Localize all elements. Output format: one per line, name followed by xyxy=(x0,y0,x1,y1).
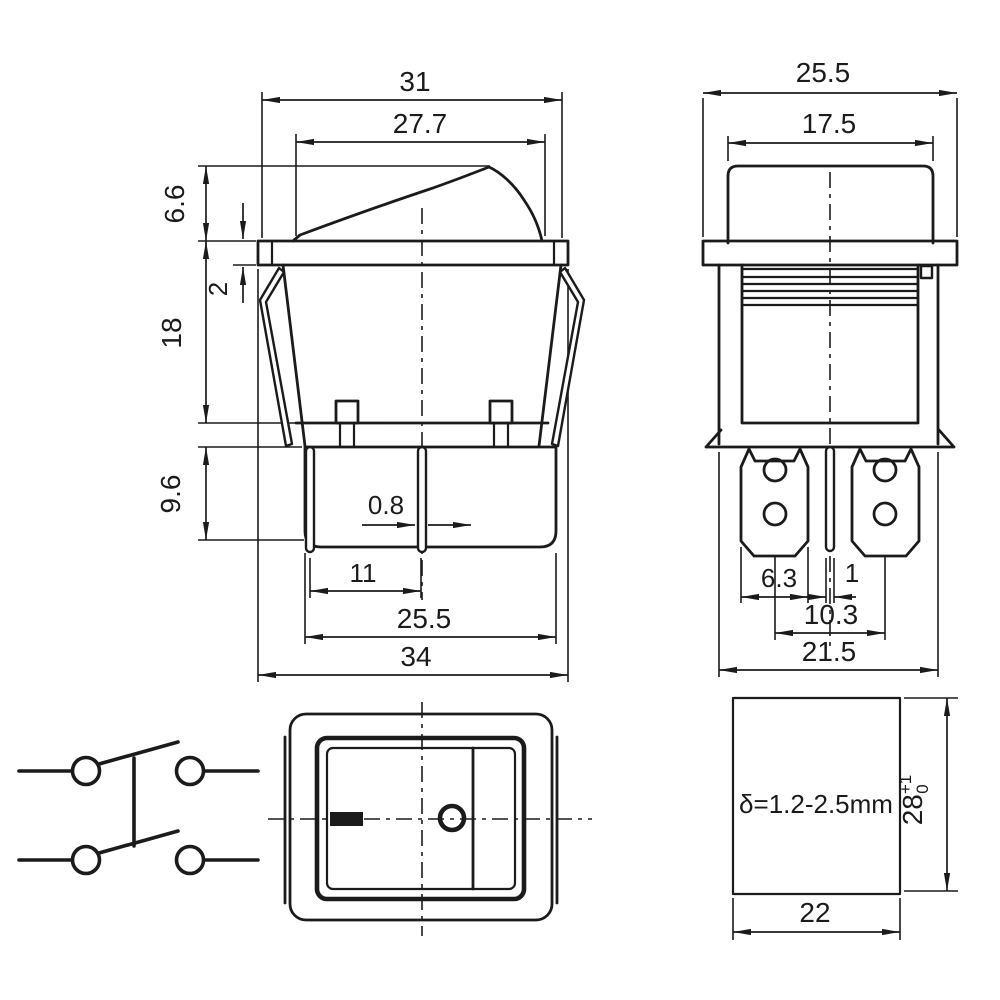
pole2-terminal-left xyxy=(70,844,102,876)
center-pin xyxy=(824,445,836,553)
dim-label-cutout-height: 28+10 xyxy=(896,775,932,826)
side-body-outer xyxy=(717,263,940,446)
front-extension-lines xyxy=(198,92,569,682)
blade-hole-right-bottom xyxy=(872,501,898,527)
solder-pin-left xyxy=(304,445,316,554)
panel-cutout: δ=1.2-2.5mm 28+10 22 xyxy=(731,696,958,940)
cutout-height-value: 28 xyxy=(897,794,928,825)
dim-label-flange-width: 34 xyxy=(400,641,431,672)
dim-label-cutout-width: 22 xyxy=(799,897,830,928)
pole1-terminal-left xyxy=(70,755,102,787)
solder-pin-center xyxy=(416,445,428,554)
dim-label-top-width: 31 xyxy=(399,66,430,97)
dim-label-flange-thickness: 2 xyxy=(203,282,233,296)
dim-label-pin-thickness: 0.8 xyxy=(368,490,404,520)
panel-thickness-note: δ=1.2-2.5mm xyxy=(739,789,893,819)
on-mark xyxy=(330,812,363,826)
face-view xyxy=(268,702,592,936)
rocker-profile xyxy=(291,165,544,243)
dim-label-center-pin-width: 1 xyxy=(845,558,859,588)
flange-end-ticks xyxy=(270,239,556,267)
flange xyxy=(256,239,570,267)
rocker-face xyxy=(325,746,517,891)
circuit-symbol xyxy=(17,740,260,876)
dim-label-rocker-width: 27.7 xyxy=(393,108,448,139)
off-mark-ring xyxy=(437,803,467,833)
dim-label-body-width: 21.5 xyxy=(802,636,857,667)
dim-label-terminal-width: 6.3 xyxy=(761,563,797,593)
bezel-side-tabs xyxy=(283,735,559,905)
dim-label-pin-spacing: 11 xyxy=(350,558,377,588)
rocker-cap xyxy=(726,164,935,245)
blade-hole-right-top xyxy=(872,457,898,483)
pole2-terminal-right xyxy=(174,844,206,876)
contact-window-left xyxy=(334,399,360,425)
pole1-terminal-right xyxy=(174,755,206,787)
blade-hole-left-bottom xyxy=(762,501,788,527)
front-view: 31 27.7 6.6 2 18 9.6 0.8 11 25.5 34 xyxy=(155,66,586,682)
dim-label-side-flange-width: 25.5 xyxy=(796,57,851,88)
dim-label-rocker-height: 6.6 xyxy=(159,185,190,224)
rocker-frame xyxy=(314,735,527,902)
rib-lines xyxy=(740,267,920,307)
body-side-edges xyxy=(281,263,563,448)
side-flange xyxy=(701,239,959,267)
cutout-rectangle xyxy=(731,696,902,896)
latch-window xyxy=(919,264,934,280)
switch-blade-pole2 xyxy=(97,829,180,855)
side-extension-lines xyxy=(702,98,958,677)
contact-window-right xyxy=(488,399,514,425)
blade-hole-left-top xyxy=(762,457,788,483)
cutout-height-tol-lower: 0 xyxy=(913,784,932,793)
dim-label-cap-width: 17.5 xyxy=(802,108,857,139)
base-housing xyxy=(303,445,558,549)
switch-blade-pole1 xyxy=(97,740,180,766)
contact-window-legs xyxy=(338,421,510,449)
dim-label-terminal-spacing: 10.3 xyxy=(804,599,859,630)
dim-label-base-depth: 9.6 xyxy=(155,475,186,514)
bezel-outline xyxy=(288,712,554,922)
dim-label-base-width: 25.5 xyxy=(397,603,452,634)
cutout-height-tol-upper: +1 xyxy=(896,775,915,794)
dim-label-body-depth: 18 xyxy=(156,317,187,348)
lead-lines xyxy=(17,769,260,862)
side-view: 25.5 17.5 6.3 1 10.3 21.5 xyxy=(701,57,959,677)
cutout-extension-lines xyxy=(732,697,958,940)
